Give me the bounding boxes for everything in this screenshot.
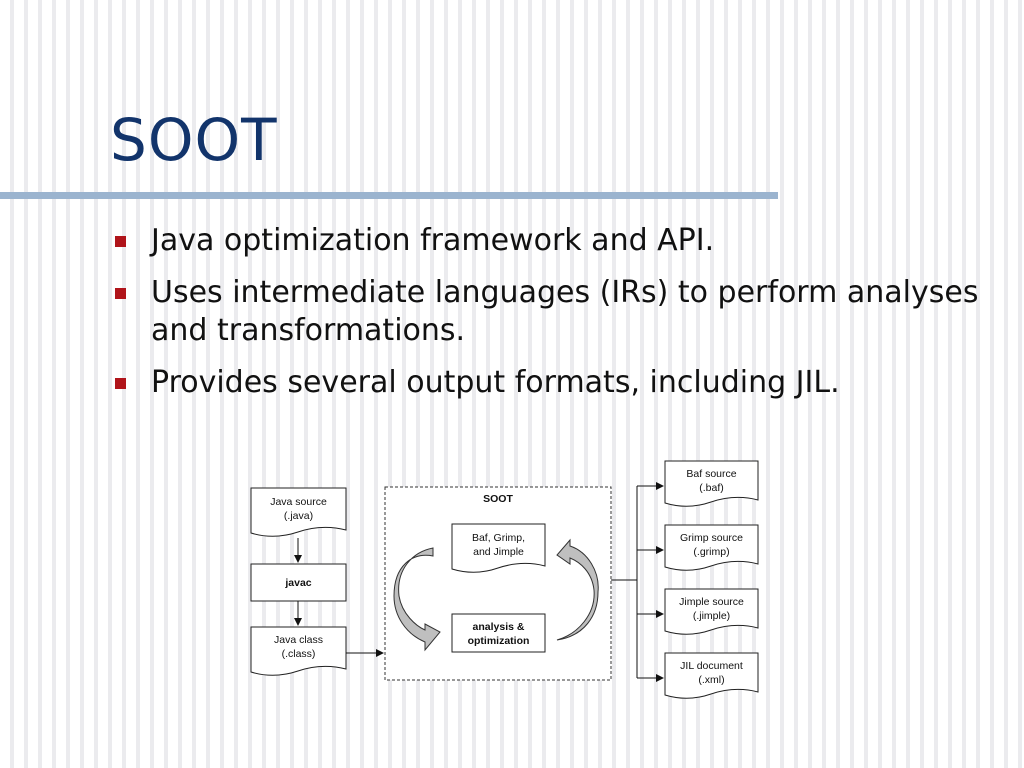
bullet-list: Java optimization framework and API. Use… <box>115 222 995 416</box>
jil-document-label: JIL document <box>680 660 743 672</box>
ir-document: Baf, Grimp, and Jimple <box>451 523 546 573</box>
jimple-source-label: Jimple source <box>679 596 744 608</box>
bullet-item: Provides several output formats, includi… <box>115 364 995 402</box>
slide-title: SOOT <box>110 106 278 174</box>
jil-document-ext: (.xml) <box>698 674 724 686</box>
analysis-label-2: optimization <box>468 635 530 647</box>
soot-container-label: SOOT <box>483 493 513 505</box>
output-connectors <box>611 482 664 682</box>
analysis-optimization-box: analysis & optimization <box>451 613 546 653</box>
javac-box: javac <box>250 563 347 602</box>
output-document-jimple: Jimple source (.jimple) <box>664 588 759 635</box>
java-class-ext: (.class) <box>282 648 316 660</box>
grimp-source-ext: (.grimp) <box>693 546 729 558</box>
baf-source-ext: (.baf) <box>699 482 724 494</box>
curved-arrow-up-icon <box>556 538 599 641</box>
javac-label: javac <box>284 577 311 589</box>
java-class-document: Java class (.class) <box>250 626 347 676</box>
bullet-text: Java optimization framework and API. <box>151 223 715 258</box>
baf-source-label: Baf source <box>686 468 736 480</box>
ir-document-label: Baf, Grimp, <box>472 532 525 544</box>
bullet-item: Uses intermediate languages (IRs) to per… <box>115 274 995 350</box>
analysis-label: analysis & <box>473 621 525 633</box>
java-source-label: Java source <box>270 496 327 508</box>
curved-arrow-down-icon <box>393 547 441 652</box>
bullet-text: Uses intermediate languages (IRs) to per… <box>151 275 979 348</box>
square-bullet-icon <box>115 288 126 299</box>
ir-document-label-2: and Jimple <box>473 546 524 558</box>
square-bullet-icon <box>115 236 126 247</box>
java-source-ext: (.java) <box>284 510 313 522</box>
java-source-document: Java source (.java) <box>250 487 347 537</box>
jimple-source-ext: (.jimple) <box>693 610 730 622</box>
java-class-label: Java class <box>274 634 323 646</box>
bullet-item: Java optimization framework and API. <box>115 222 995 260</box>
output-document-jil: JIL document (.xml) <box>664 652 759 699</box>
square-bullet-icon <box>115 378 126 389</box>
output-document-baf: Baf source (.baf) <box>664 460 759 507</box>
bullet-text: Provides several output formats, includi… <box>151 365 840 400</box>
title-underline <box>0 192 778 199</box>
output-document-grimp: Grimp source (.grimp) <box>664 524 759 571</box>
grimp-source-label: Grimp source <box>680 532 743 544</box>
